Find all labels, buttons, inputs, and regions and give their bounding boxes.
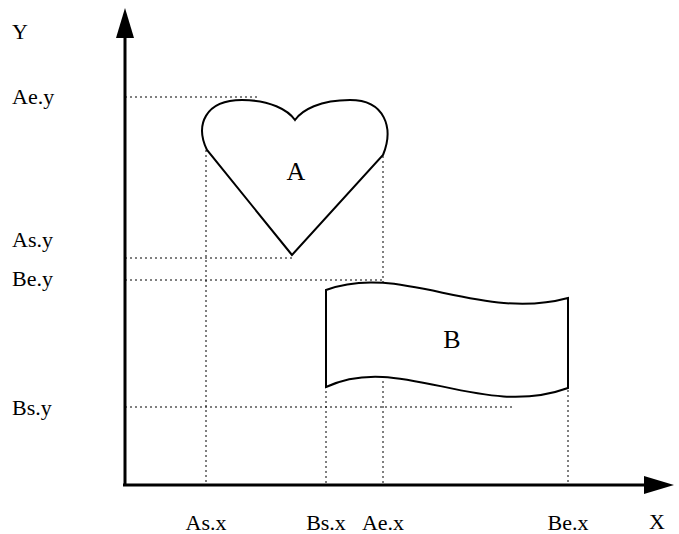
guide-line xyxy=(326,386,327,485)
shape-letter: B xyxy=(443,327,460,353)
shape-outline-path xyxy=(326,282,568,396)
y-coordinate-label: Be.y xyxy=(12,268,53,290)
guide-line xyxy=(206,150,207,485)
x-coordinate-label: Bs.x xyxy=(306,512,346,534)
x-axis xyxy=(123,484,650,487)
y-coordinate-label: Ae.y xyxy=(12,86,54,108)
guide-lines xyxy=(125,97,568,485)
x-coordinate-label: Ae.x xyxy=(362,512,404,534)
heart-shape: A xyxy=(188,92,400,264)
axis-name: Y xyxy=(12,21,28,43)
shape-outline-path xyxy=(202,100,387,255)
y-axis xyxy=(124,30,127,486)
x-coordinate-label: Be.x xyxy=(548,512,589,534)
flag-shape: B xyxy=(318,262,576,414)
guide-line xyxy=(125,258,292,259)
guide-line xyxy=(125,280,383,281)
axis-name: X xyxy=(649,511,665,533)
guide-line xyxy=(125,407,515,408)
y-coordinate-label: Bs.y xyxy=(12,397,52,419)
y-axis-arrowhead xyxy=(116,8,134,38)
guide-line xyxy=(125,97,258,98)
x-coordinate-label: As.x xyxy=(186,512,227,534)
x-axis-arrowhead xyxy=(644,476,674,494)
shape-letter: A xyxy=(287,159,306,185)
y-coordinate-label: As.y xyxy=(12,229,53,251)
guide-line xyxy=(568,390,569,485)
